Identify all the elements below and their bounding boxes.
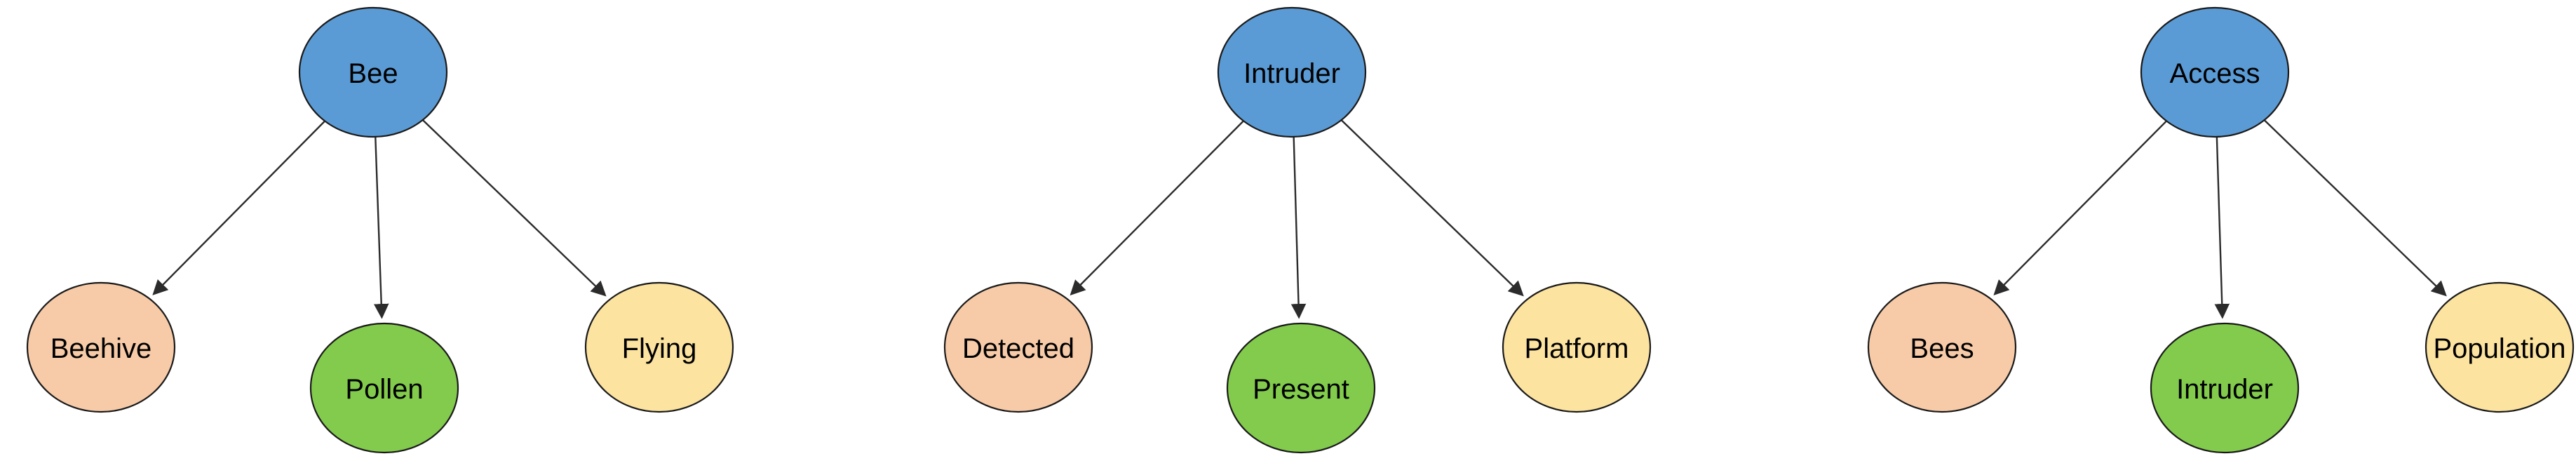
node-label: Intruder — [2176, 374, 2273, 405]
edge-bee-to-beehive — [152, 120, 326, 295]
edge-bee-to-pollen — [373, 136, 389, 319]
node-bee-root[interactable]: Bee — [298, 6, 448, 138]
node-shape — [1217, 6, 1367, 138]
node-shape — [26, 281, 176, 413]
edge-access-to-bees — [1993, 120, 2167, 295]
node-shape — [1867, 281, 2017, 413]
node-shape — [2140, 6, 2290, 138]
edge-bee-to-flying — [422, 119, 607, 297]
nodes-layer: BeeBeehivePollenFlyingIntruderDetectedPr… — [26, 6, 2575, 454]
node-shape — [298, 6, 448, 138]
node-platform[interactable]: Platform — [1502, 281, 1652, 413]
edges-layer — [152, 119, 2447, 319]
node-access-root[interactable]: Access — [2140, 6, 2290, 138]
node-shape — [2150, 322, 2300, 454]
node-population[interactable]: Population — [2425, 281, 2575, 413]
node-label: Population — [2433, 333, 2565, 364]
node-label: Pollen — [345, 374, 423, 405]
node-shape — [2425, 281, 2575, 413]
node-beehive[interactable]: Beehive — [26, 281, 176, 413]
node-detected[interactable]: Detected — [943, 281, 1093, 413]
edge-intruder-to-platform — [1340, 119, 1524, 297]
node-shape — [1502, 281, 1652, 413]
node-shape — [1226, 322, 1376, 454]
node-present[interactable]: Present — [1226, 322, 1376, 454]
edge-intruder-to-detected — [1070, 120, 1244, 296]
node-label: Bee — [348, 58, 398, 89]
node-intruder-root[interactable]: Intruder — [1217, 6, 1367, 138]
node-shape — [309, 322, 459, 454]
edge-access-to-population — [2263, 119, 2447, 297]
edge-intruder-to-present — [1290, 136, 1307, 319]
node-label: Platform — [1525, 333, 1629, 364]
node-label: Access — [2170, 58, 2260, 89]
node-label: Intruder — [1243, 58, 1340, 89]
node-label: Bees — [1910, 333, 1974, 364]
node-bees[interactable]: Bees — [1867, 281, 2017, 413]
node-shape — [584, 281, 734, 413]
node-intruder[interactable]: Intruder — [2150, 322, 2300, 454]
node-flying[interactable]: Flying — [584, 281, 734, 413]
node-pollen[interactable]: Pollen — [309, 322, 459, 454]
node-label: Present — [1253, 374, 1349, 405]
node-label: Detected — [962, 333, 1074, 364]
node-label: Flying — [622, 333, 697, 364]
edge-access-to-intruder — [2214, 136, 2230, 319]
node-shape — [943, 281, 1093, 413]
node-label: Beehive — [50, 333, 152, 364]
